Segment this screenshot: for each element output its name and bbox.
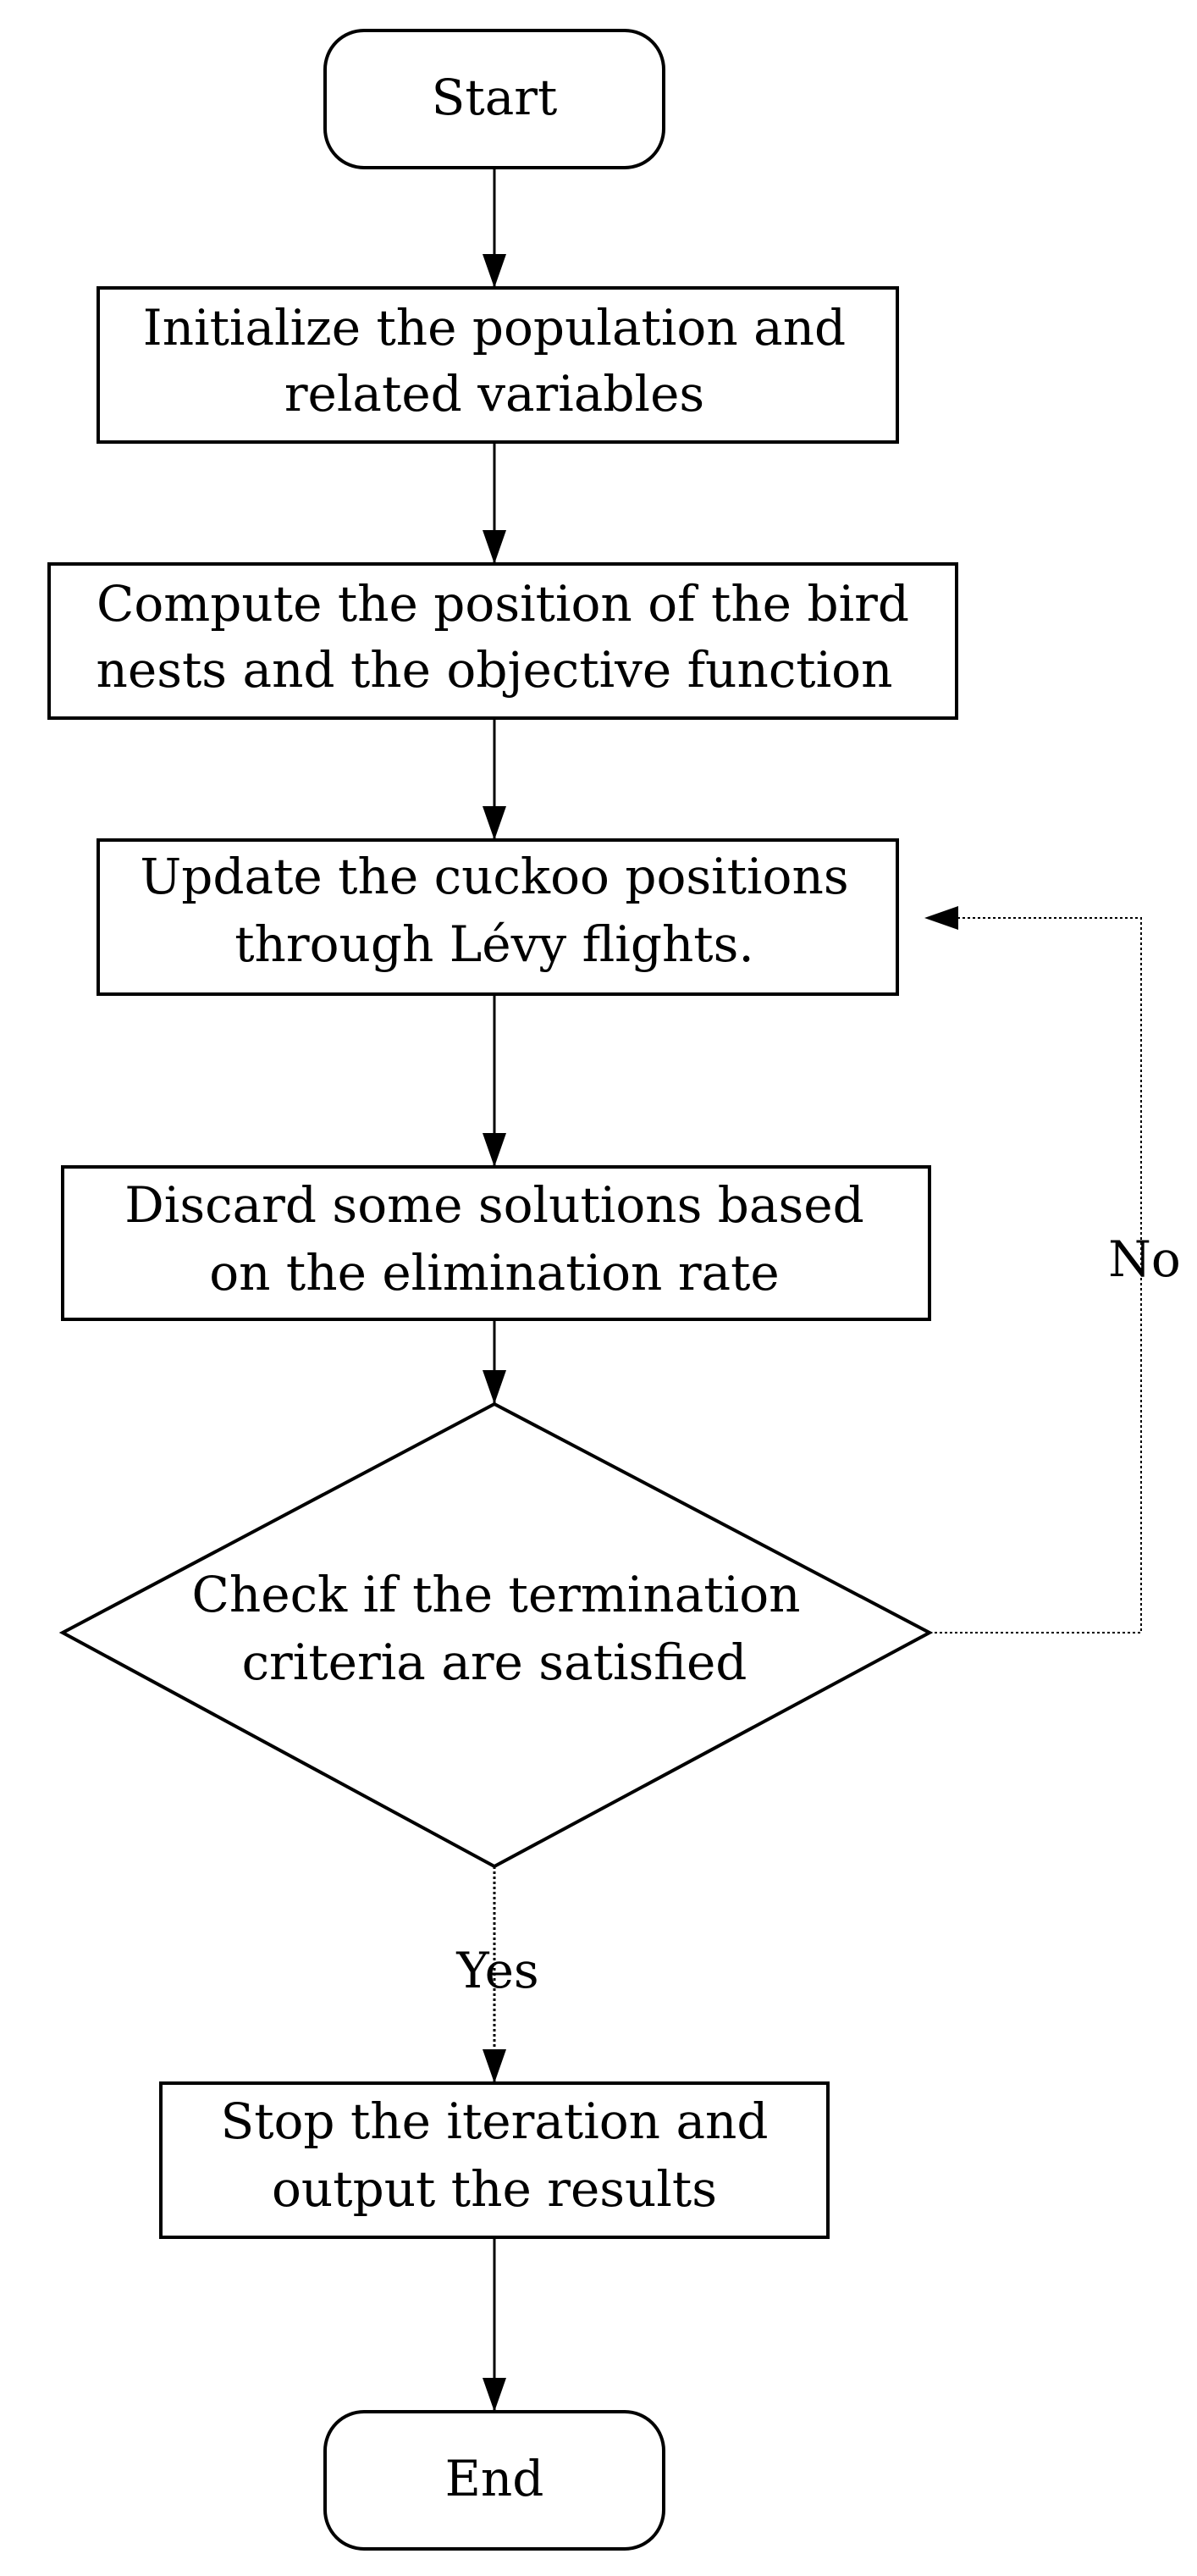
compute-node: Compute the position of the bird nests a… — [47, 562, 958, 720]
check-line-2: criteria are satisfied — [242, 1633, 747, 1691]
edge-label-no: No — [1108, 1230, 1181, 1288]
discard-node: Discard some solutions based on the elim… — [61, 1165, 931, 1321]
update-line-2: through Lévy flights. — [234, 915, 754, 973]
start-node: Start — [323, 29, 665, 169]
stop-node: Stop the iteration and output the result… — [159, 2081, 830, 2239]
check-line-1: Check if the termination — [192, 1566, 801, 1623]
end-node: End — [323, 2410, 665, 2551]
initialize-line-1: Initialize the population and — [143, 299, 846, 357]
stop-line-2: output the results — [272, 2160, 717, 2218]
update-node: Update the cuckoo positions through Lévy… — [97, 838, 899, 996]
compute-line-2: nests and the objective function — [97, 641, 893, 699]
compute-line-1: Compute the position of the bird — [97, 575, 909, 633]
start-label: Start — [432, 69, 558, 126]
discard-line-1: Discard some solutions based — [124, 1176, 863, 1234]
edge-label-yes: Yes — [455, 1942, 538, 1999]
stop-line-1: Stop the iteration and — [220, 2092, 768, 2150]
update-line-1: Update the cuckoo positions — [140, 848, 848, 905]
check-decision-node: Check if the termination criteria are sa… — [58, 1401, 934, 1869]
end-label: End — [445, 2450, 544, 2507]
edge-check-no-loop — [924, 906, 1142, 1633]
initialize-node: Initialize the population and related va… — [97, 286, 899, 444]
discard-line-2: on the elimination rate — [209, 1244, 780, 1302]
initialize-line-2: related variables — [284, 365, 704, 423]
